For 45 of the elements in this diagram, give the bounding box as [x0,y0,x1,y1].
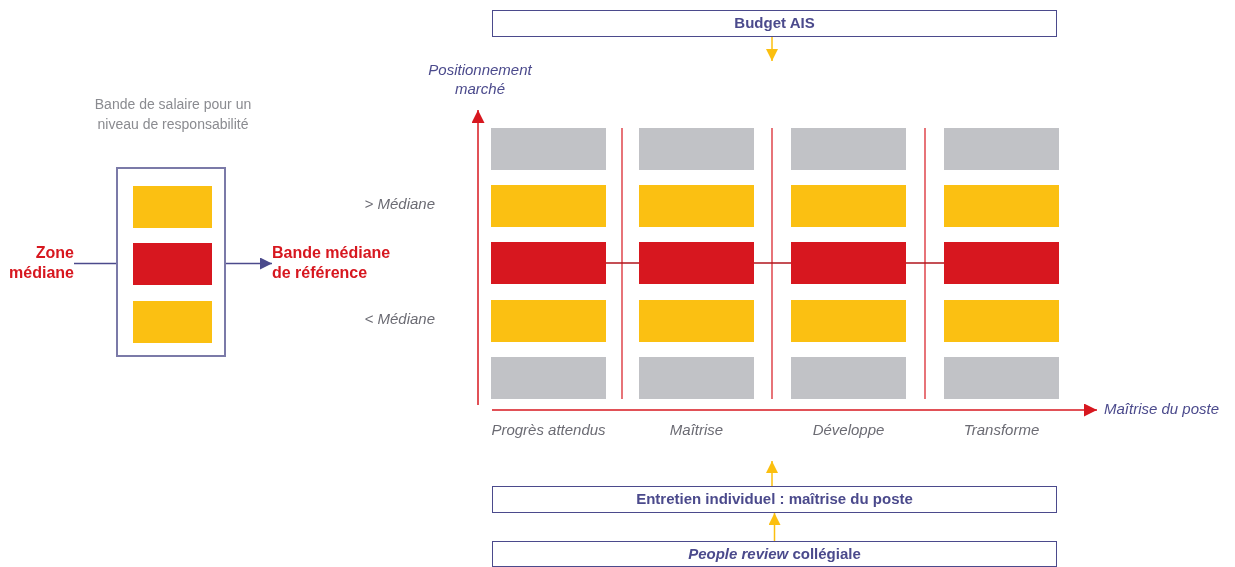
axis-label: Maîtrise du poste [1104,399,1221,418]
axis-label: Transforme [962,420,1041,439]
salary-bar [639,128,754,170]
salary-bar [639,357,754,399]
axis-label: Positionnement marché [427,60,533,98]
salary-bar [791,185,906,227]
salary-bar [491,300,606,342]
axis-label: Développe [811,420,886,439]
band-label: Bande médiane de référence [272,243,412,284]
process-box: Entretien individuel : maîtrise du poste [492,486,1057,513]
salary-bar [791,128,906,170]
salary-bar [491,185,606,227]
process-box: Budget AIS [492,10,1057,37]
salary-bar [491,128,606,170]
salary-bar [944,357,1059,399]
arrow [766,36,778,62]
connector-line [905,262,945,264]
arrow [225,257,273,270]
salary-bar [133,301,212,343]
salary-bar [791,242,906,284]
salary-bar [639,185,754,227]
band-label: Zone médiane [8,243,74,284]
salary-bar [133,186,212,228]
salary-bar [944,128,1059,170]
salary-bar [491,357,606,399]
salary-bar [944,242,1059,284]
arrow [768,512,781,542]
axis-label: > Médiane [363,194,435,213]
axis-label: Progrès attendus [491,420,606,439]
salary-bar [791,300,906,342]
connector-line [73,262,117,265]
salary-bar [491,242,606,284]
salary-bar [133,243,212,285]
axis-label: Maîtrise [668,420,725,439]
axis-label: < Médiane [363,309,435,328]
connector-line [605,262,640,264]
salary-bar [639,242,754,284]
arrow [766,460,778,487]
connector-line [753,262,792,264]
salary-bar [791,357,906,399]
process-box: People review collégiale [492,541,1057,567]
salary-bar [944,300,1059,342]
salary-bar [944,185,1059,227]
band-heading: Bande de salaire pour un niveau de responsabilité [93,95,253,134]
salary-bar [639,300,754,342]
